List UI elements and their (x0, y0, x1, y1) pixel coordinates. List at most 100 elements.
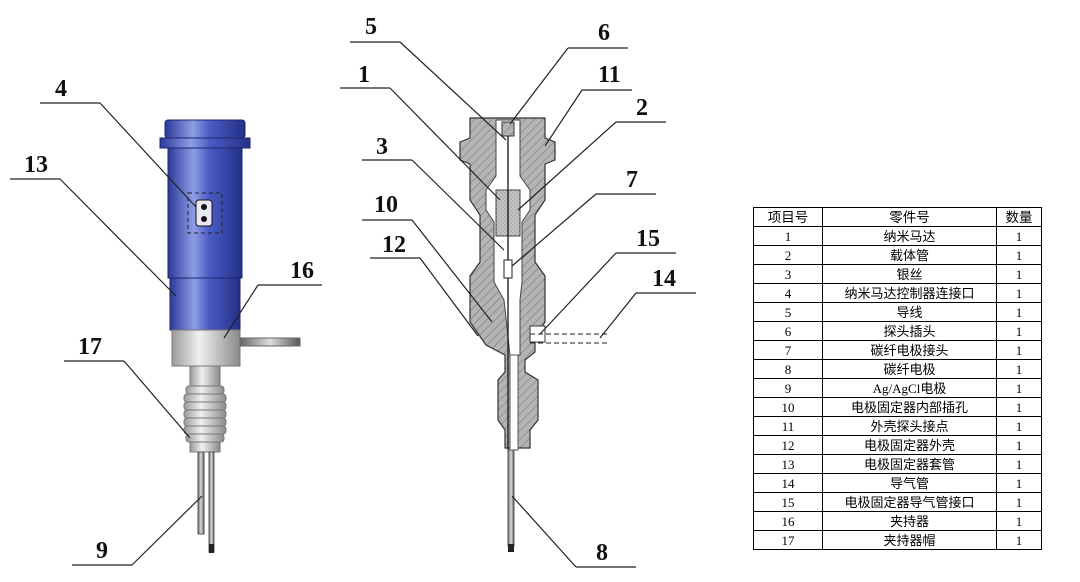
cell-quantity: 1 (996, 321, 1042, 341)
motor-ring (159, 137, 251, 149)
svg-text:10: 10 (374, 192, 398, 218)
cell-part-name: 探头插头 (822, 321, 997, 341)
holder-cap-threads (183, 385, 227, 453)
cell-part-name: Ag/AgCl电极 (822, 378, 997, 398)
cell-item-no: 15 (753, 492, 823, 512)
callout-14: 14 (599, 266, 696, 339)
cell-part-name: 碳纤电极接头 (822, 340, 997, 360)
cell-item-no: 7 (753, 340, 823, 360)
controller-port-frame (187, 192, 223, 234)
cell-quantity: 1 (996, 264, 1042, 284)
callout-11: 11 (544, 62, 632, 147)
svg-text:1: 1 (358, 62, 370, 88)
callout-17: 17 (64, 334, 191, 439)
callout-1: 1 (340, 62, 501, 201)
cell-part-name: 导气管 (822, 473, 997, 493)
svg-text:6: 6 (598, 20, 610, 46)
callout-7: 7 (511, 167, 656, 267)
cell-quantity: 1 (996, 416, 1042, 436)
cell-item-no: 8 (753, 359, 823, 379)
inner-bore (509, 354, 519, 451)
cell-part-name: 电极固定器外壳 (822, 435, 997, 455)
cell-part-name: 夹持器帽 (822, 530, 997, 550)
callout-4: 4 (40, 76, 197, 208)
cell-part-name: 碳纤电极 (822, 359, 997, 379)
cell-quantity: 1 (996, 473, 1042, 493)
holder-neck (189, 365, 221, 387)
cell-quantity: 1 (996, 359, 1042, 379)
cell-quantity: 1 (996, 283, 1042, 303)
callout-5: 5 (350, 14, 507, 141)
cell-item-no: 1 (753, 226, 823, 246)
svg-text:3: 3 (376, 134, 388, 160)
carbon-tip-ext (209, 544, 214, 553)
port-pin-bottom (201, 216, 207, 222)
header-part-name: 零件号 (822, 207, 997, 227)
header-item-no: 项目号 (753, 207, 823, 227)
holder (171, 329, 241, 367)
cell-quantity: 1 (996, 454, 1042, 474)
cell-part-name: 纳米马达 (822, 226, 997, 246)
table-header-row: 项目号 零件号 数量 (753, 207, 1042, 227)
callout-8: 8 (511, 495, 636, 568)
svg-text:14: 14 (652, 266, 676, 292)
svg-text:2: 2 (636, 95, 648, 121)
external-view (159, 119, 301, 553)
cell-quantity: 1 (996, 378, 1042, 398)
cell-quantity: 1 (996, 397, 1042, 417)
svg-text:13: 13 (24, 152, 48, 178)
cell-item-no: 17 (753, 530, 823, 550)
port-pin-top (201, 204, 207, 210)
motor-top-cap (164, 119, 246, 139)
cell-part-name: 纳米马达控制器连接口 (822, 283, 997, 303)
cell-item-no: 11 (753, 416, 823, 436)
callout-15: 15 (539, 226, 676, 335)
cell-part-name: 夹持器 (822, 511, 997, 531)
svg-text:8: 8 (596, 540, 608, 566)
svg-text:16: 16 (290, 258, 314, 284)
cell-quantity: 1 (996, 340, 1042, 360)
carbon-electrode-rod-ext (208, 451, 215, 553)
svg-text:12: 12 (382, 232, 406, 258)
probe-plug (501, 121, 515, 137)
cell-item-no: 10 (753, 397, 823, 417)
cell-part-name: 外壳探头接点 (822, 416, 997, 436)
callout-9: 9 (72, 495, 203, 566)
callout-2: 2 (517, 95, 666, 211)
svg-text:4: 4 (55, 76, 67, 102)
agagcl-electrode-rod (197, 451, 205, 535)
cell-item-no: 14 (753, 473, 823, 493)
cell-quantity: 1 (996, 435, 1042, 455)
carbon-electrode-joint (503, 259, 513, 279)
cell-quantity: 1 (996, 530, 1042, 550)
fixer-sleeve (169, 277, 241, 331)
callout-12: 12 (370, 232, 479, 337)
cell-part-name: 银丝 (822, 264, 997, 284)
gas-tube-external (239, 337, 301, 347)
section-view (459, 117, 608, 552)
svg-text:9: 9 (96, 538, 108, 564)
cell-quantity: 1 (996, 245, 1042, 265)
gas-port (529, 325, 546, 343)
cell-quantity: 1 (996, 492, 1042, 512)
carbon-tip-sec (508, 544, 514, 552)
cell-item-no: 12 (753, 435, 823, 455)
cell-quantity: 1 (996, 511, 1042, 531)
